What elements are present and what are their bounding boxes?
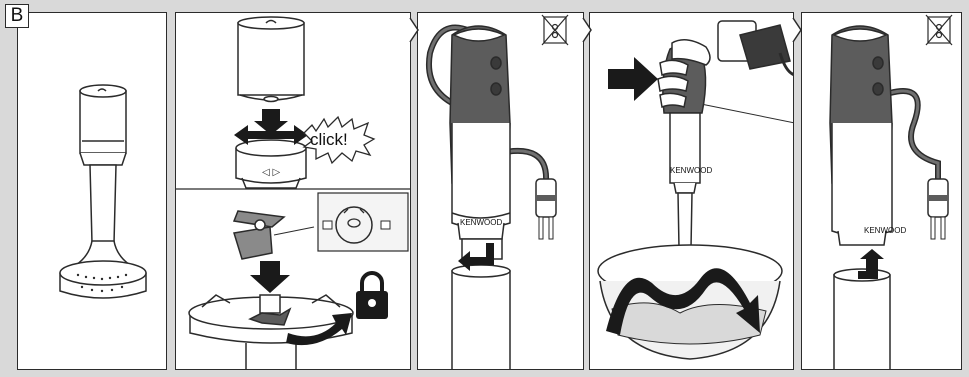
attach-blade-illustration: ◁ ▷ click! — [176, 16, 410, 369]
power-plug-icon — [717, 20, 793, 76]
arrow-icon — [250, 261, 290, 293]
svg-text:KENWOOD: KENWOOD — [864, 226, 906, 235]
svg-text:KENWOOD: KENWOOD — [670, 166, 712, 175]
panel-step-4: KENWOOD — [589, 12, 794, 370]
no-dishwasher-icon — [541, 14, 569, 46]
power-plug-icon — [927, 178, 949, 240]
blending-foot-illustration — [59, 84, 147, 299]
panel-step-5: KENWOOD — [801, 12, 962, 370]
panel-step-1 — [17, 12, 167, 370]
blend-in-bowl-illustration: KENWOOD — [597, 20, 793, 360]
panel-step-2: ◁ ▷ click! — [175, 12, 411, 370]
lock-inset — [317, 192, 409, 252]
arrow-icon — [858, 249, 884, 279]
arrow-icon — [458, 243, 494, 271]
power-plug-icon — [535, 178, 557, 240]
section-label: B — [5, 4, 29, 28]
mixing-arrow-icon — [606, 268, 760, 335]
svg-text:KENWOOD: KENWOOD — [460, 218, 502, 227]
align-marks: ◁ ▷ — [262, 167, 280, 178]
press-arrow-icon — [608, 57, 658, 101]
twist-arrow-icon — [234, 125, 308, 145]
click-burst: click! — [302, 115, 376, 165]
padlock-icon — [356, 271, 388, 319]
attach-motor-illustration: KENWOOD — [426, 14, 569, 369]
blade-part — [232, 210, 315, 260]
arrow-icon — [254, 109, 288, 135]
detach-motor-illustration: KENWOOD — [829, 14, 953, 369]
svg-text:click!: click! — [310, 130, 348, 149]
no-dishwasher-icon — [925, 14, 953, 46]
panel-step-3: KENWOOD — [417, 12, 584, 370]
rotate-arrow-icon — [286, 313, 352, 346]
